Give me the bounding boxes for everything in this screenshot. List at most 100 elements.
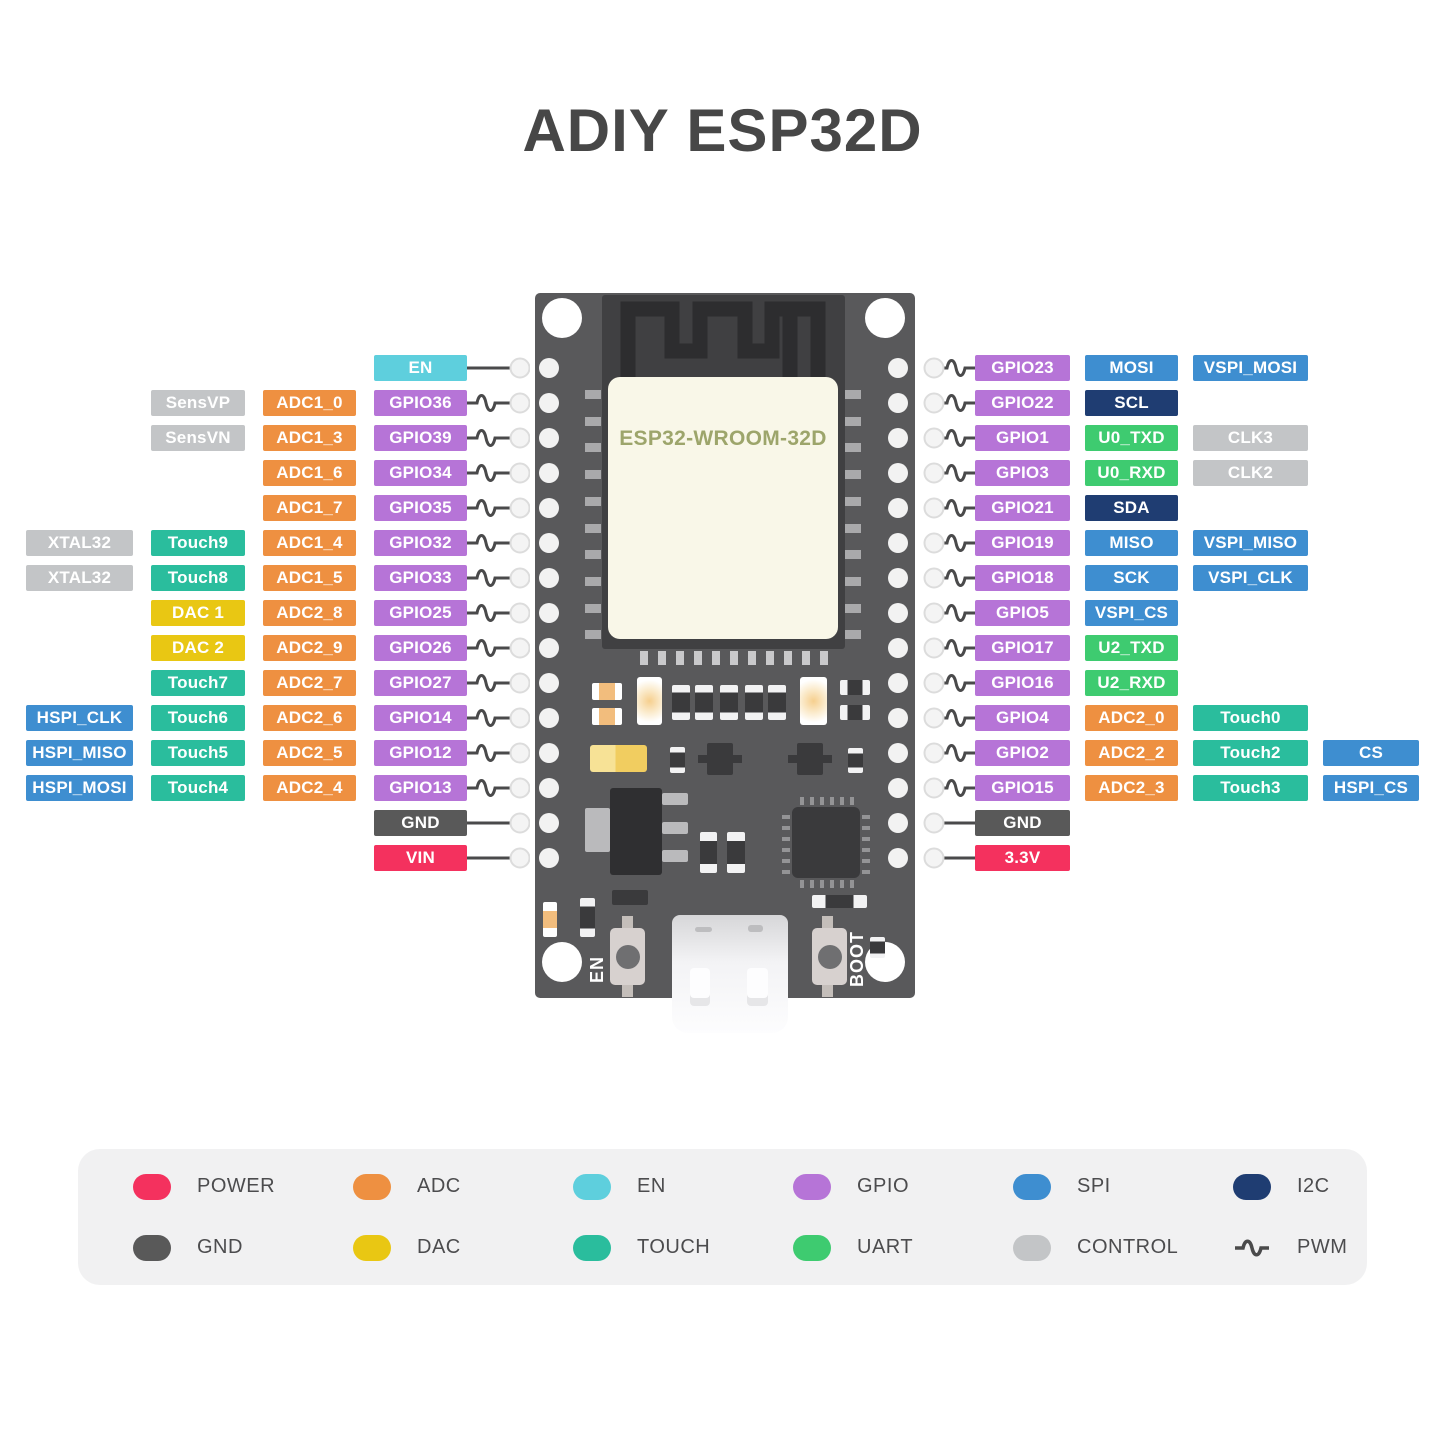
voltage-regulator <box>610 788 662 875</box>
through-hole-pad <box>888 778 908 798</box>
legend-label-control: CONTROL <box>1077 1236 1179 1258</box>
pwm-wire <box>467 392 530 414</box>
pin-wire <box>467 812 530 834</box>
capacitor <box>727 832 745 873</box>
chip-pin <box>810 797 814 805</box>
legend-label-uart: UART <box>857 1236 914 1258</box>
pwm-wire <box>467 462 530 484</box>
pwm-wire <box>923 427 975 449</box>
boot-button-stem <box>822 916 833 928</box>
through-hole-pad <box>888 708 908 728</box>
legend-item-control: CONTROL <box>1013 1234 1233 1261</box>
pin-label-gpio35: GPIO35 <box>374 495 467 521</box>
usb-prong <box>690 968 710 1006</box>
pin-hole-icon <box>509 742 530 764</box>
pin-label-gpio14: GPIO14 <box>374 705 467 731</box>
legend-item-spi: SPI <box>1013 1173 1233 1200</box>
legend-item-gnd: GND <box>133 1234 353 1261</box>
boot-button <box>812 928 847 985</box>
legend-dot-uart <box>793 1234 831 1261</box>
pin-label-touch6: Touch6 <box>151 705 245 731</box>
chip-pin <box>800 797 804 805</box>
legend-item-dac: DAC <box>353 1234 573 1261</box>
pin-label-gpio1: GPIO1 <box>975 425 1070 451</box>
module-pad <box>845 524 861 533</box>
legend-label-gpio: GPIO <box>857 1175 910 1197</box>
pwm-wire <box>923 777 975 799</box>
pin-wire <box>923 847 975 869</box>
chip-pin <box>800 880 804 888</box>
module-pad <box>845 390 861 399</box>
led <box>592 683 622 700</box>
usb-slot <box>748 925 763 932</box>
module-pad <box>845 443 861 452</box>
resistor <box>670 747 685 773</box>
module-pad <box>845 497 861 506</box>
legend-label-touch: TOUCH <box>637 1236 711 1258</box>
through-hole-pad <box>539 848 559 868</box>
chip-pin <box>782 859 790 863</box>
through-hole-pad <box>888 638 908 658</box>
pin-row: GPIO18 SCK VSPI_CLK <box>912 565 1445 591</box>
pin-label-xtal32: XTAL32 <box>26 530 133 556</box>
through-hole-pad <box>539 813 559 833</box>
led <box>543 902 557 937</box>
resistor <box>695 685 713 720</box>
pin-label-u2-txd: U2_TXD <box>1085 635 1178 661</box>
pin-label-gpio18: GPIO18 <box>975 565 1070 591</box>
chip-pin <box>782 826 790 830</box>
pin-label-3-3v: 3.3V <box>975 845 1070 871</box>
module-pad <box>585 550 601 559</box>
pwm-wire <box>923 742 975 764</box>
pin-label-adc2-8: ADC2_8 <box>263 600 356 626</box>
pin-label-dac-2: DAC 2 <box>151 635 245 661</box>
pwm-wire <box>923 462 975 484</box>
pin-hole-icon <box>923 497 945 519</box>
legend-item-uart: UART <box>793 1234 1013 1261</box>
page-title: ADIY ESP32D <box>522 97 923 164</box>
through-hole-pad <box>888 428 908 448</box>
pwm-wire <box>923 672 975 694</box>
pwm-wire <box>467 672 530 694</box>
through-hole-pad <box>888 813 908 833</box>
through-hole-pad <box>888 533 908 553</box>
pin-label-vspi-clk: VSPI_CLK <box>1193 565 1308 591</box>
pin-label-adc2-3: ADC2_3 <box>1085 775 1178 801</box>
pin-label-gpio2: GPIO2 <box>975 740 1070 766</box>
pin-wire <box>467 847 530 869</box>
pin-label-touch7: Touch7 <box>151 670 245 696</box>
led <box>592 708 622 725</box>
pin-hole-icon <box>509 707 530 729</box>
legend-item-touch: TOUCH <box>573 1234 793 1261</box>
pin-label-gpio16: GPIO16 <box>975 670 1070 696</box>
chip-pin <box>782 848 790 852</box>
pin-label-u0-rxd: U0_RXD <box>1085 460 1178 486</box>
pin-hole-icon <box>923 392 945 414</box>
pin-wire <box>923 812 975 834</box>
pin-label-adc2-7: ADC2_7 <box>263 670 356 696</box>
transistor <box>788 743 832 775</box>
chip-pin <box>830 880 834 888</box>
pin-label-gpio27: GPIO27 <box>374 670 467 696</box>
pin-label-sck: SCK <box>1085 565 1178 591</box>
chip-pin <box>862 815 870 819</box>
resistor <box>580 898 595 937</box>
pin-label-sda: SDA <box>1085 495 1178 521</box>
pin-label-u2-rxd: U2_RXD <box>1085 670 1178 696</box>
pin-label-xtal32: XTAL32 <box>26 565 133 591</box>
through-hole-pad <box>539 638 559 658</box>
mounting-hole <box>865 298 905 338</box>
pin-label-gpio21: GPIO21 <box>975 495 1070 521</box>
module-pad <box>845 550 861 559</box>
esp32-board: ESP32-WROOM-32D <box>535 293 915 1033</box>
legend-label-power: POWER <box>197 1175 276 1197</box>
